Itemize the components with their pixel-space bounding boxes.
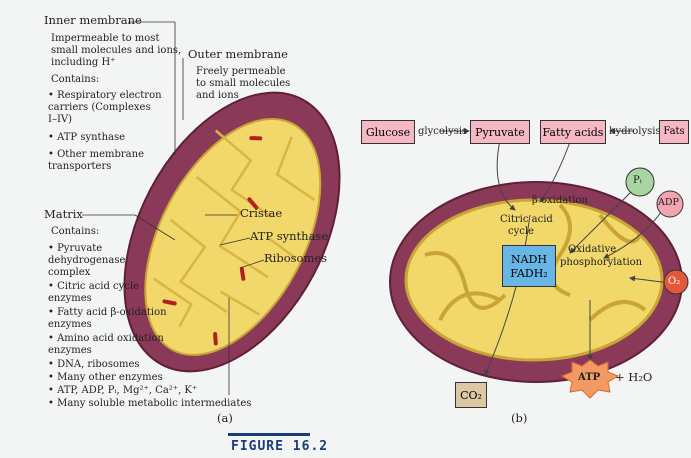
figure-label: FIGURE 16.2 bbox=[231, 439, 328, 454]
pyruvate-box: Pyruvate bbox=[470, 120, 530, 144]
fats-box: Fats bbox=[659, 120, 689, 144]
beta-oxidation-label: β oxidation bbox=[532, 195, 588, 207]
co2-box: CO₂ bbox=[455, 382, 487, 408]
caption-b: (b) bbox=[511, 412, 527, 425]
pi-label: Pᵢ bbox=[633, 175, 642, 187]
water-label: + H₂O bbox=[615, 371, 652, 384]
phosphorylation-label: phosphorylation bbox=[560, 257, 642, 269]
atp-label: ATP bbox=[578, 372, 600, 384]
nadh-fadh2-box: NADH FADH₂ bbox=[502, 245, 556, 287]
glucose-box: Glucose bbox=[361, 120, 415, 144]
fadh2-label: FADH₂ bbox=[510, 268, 547, 279]
figure-label-bar bbox=[228, 433, 310, 436]
citric-acid-label-1: Citric acid bbox=[500, 214, 553, 226]
oxidative-label: Oxidative bbox=[568, 244, 616, 256]
o2-label: O₂ bbox=[668, 276, 680, 288]
glycolysis-label: glycolysis bbox=[418, 126, 467, 138]
hydrolysis-label: hydrolysis bbox=[609, 126, 661, 138]
fatty-acids-box: Fatty acids bbox=[540, 120, 606, 144]
adp-label: ADP bbox=[658, 198, 679, 209]
citric-acid-label-2: cycle bbox=[508, 226, 534, 238]
nadh-label: NADH bbox=[511, 254, 547, 265]
